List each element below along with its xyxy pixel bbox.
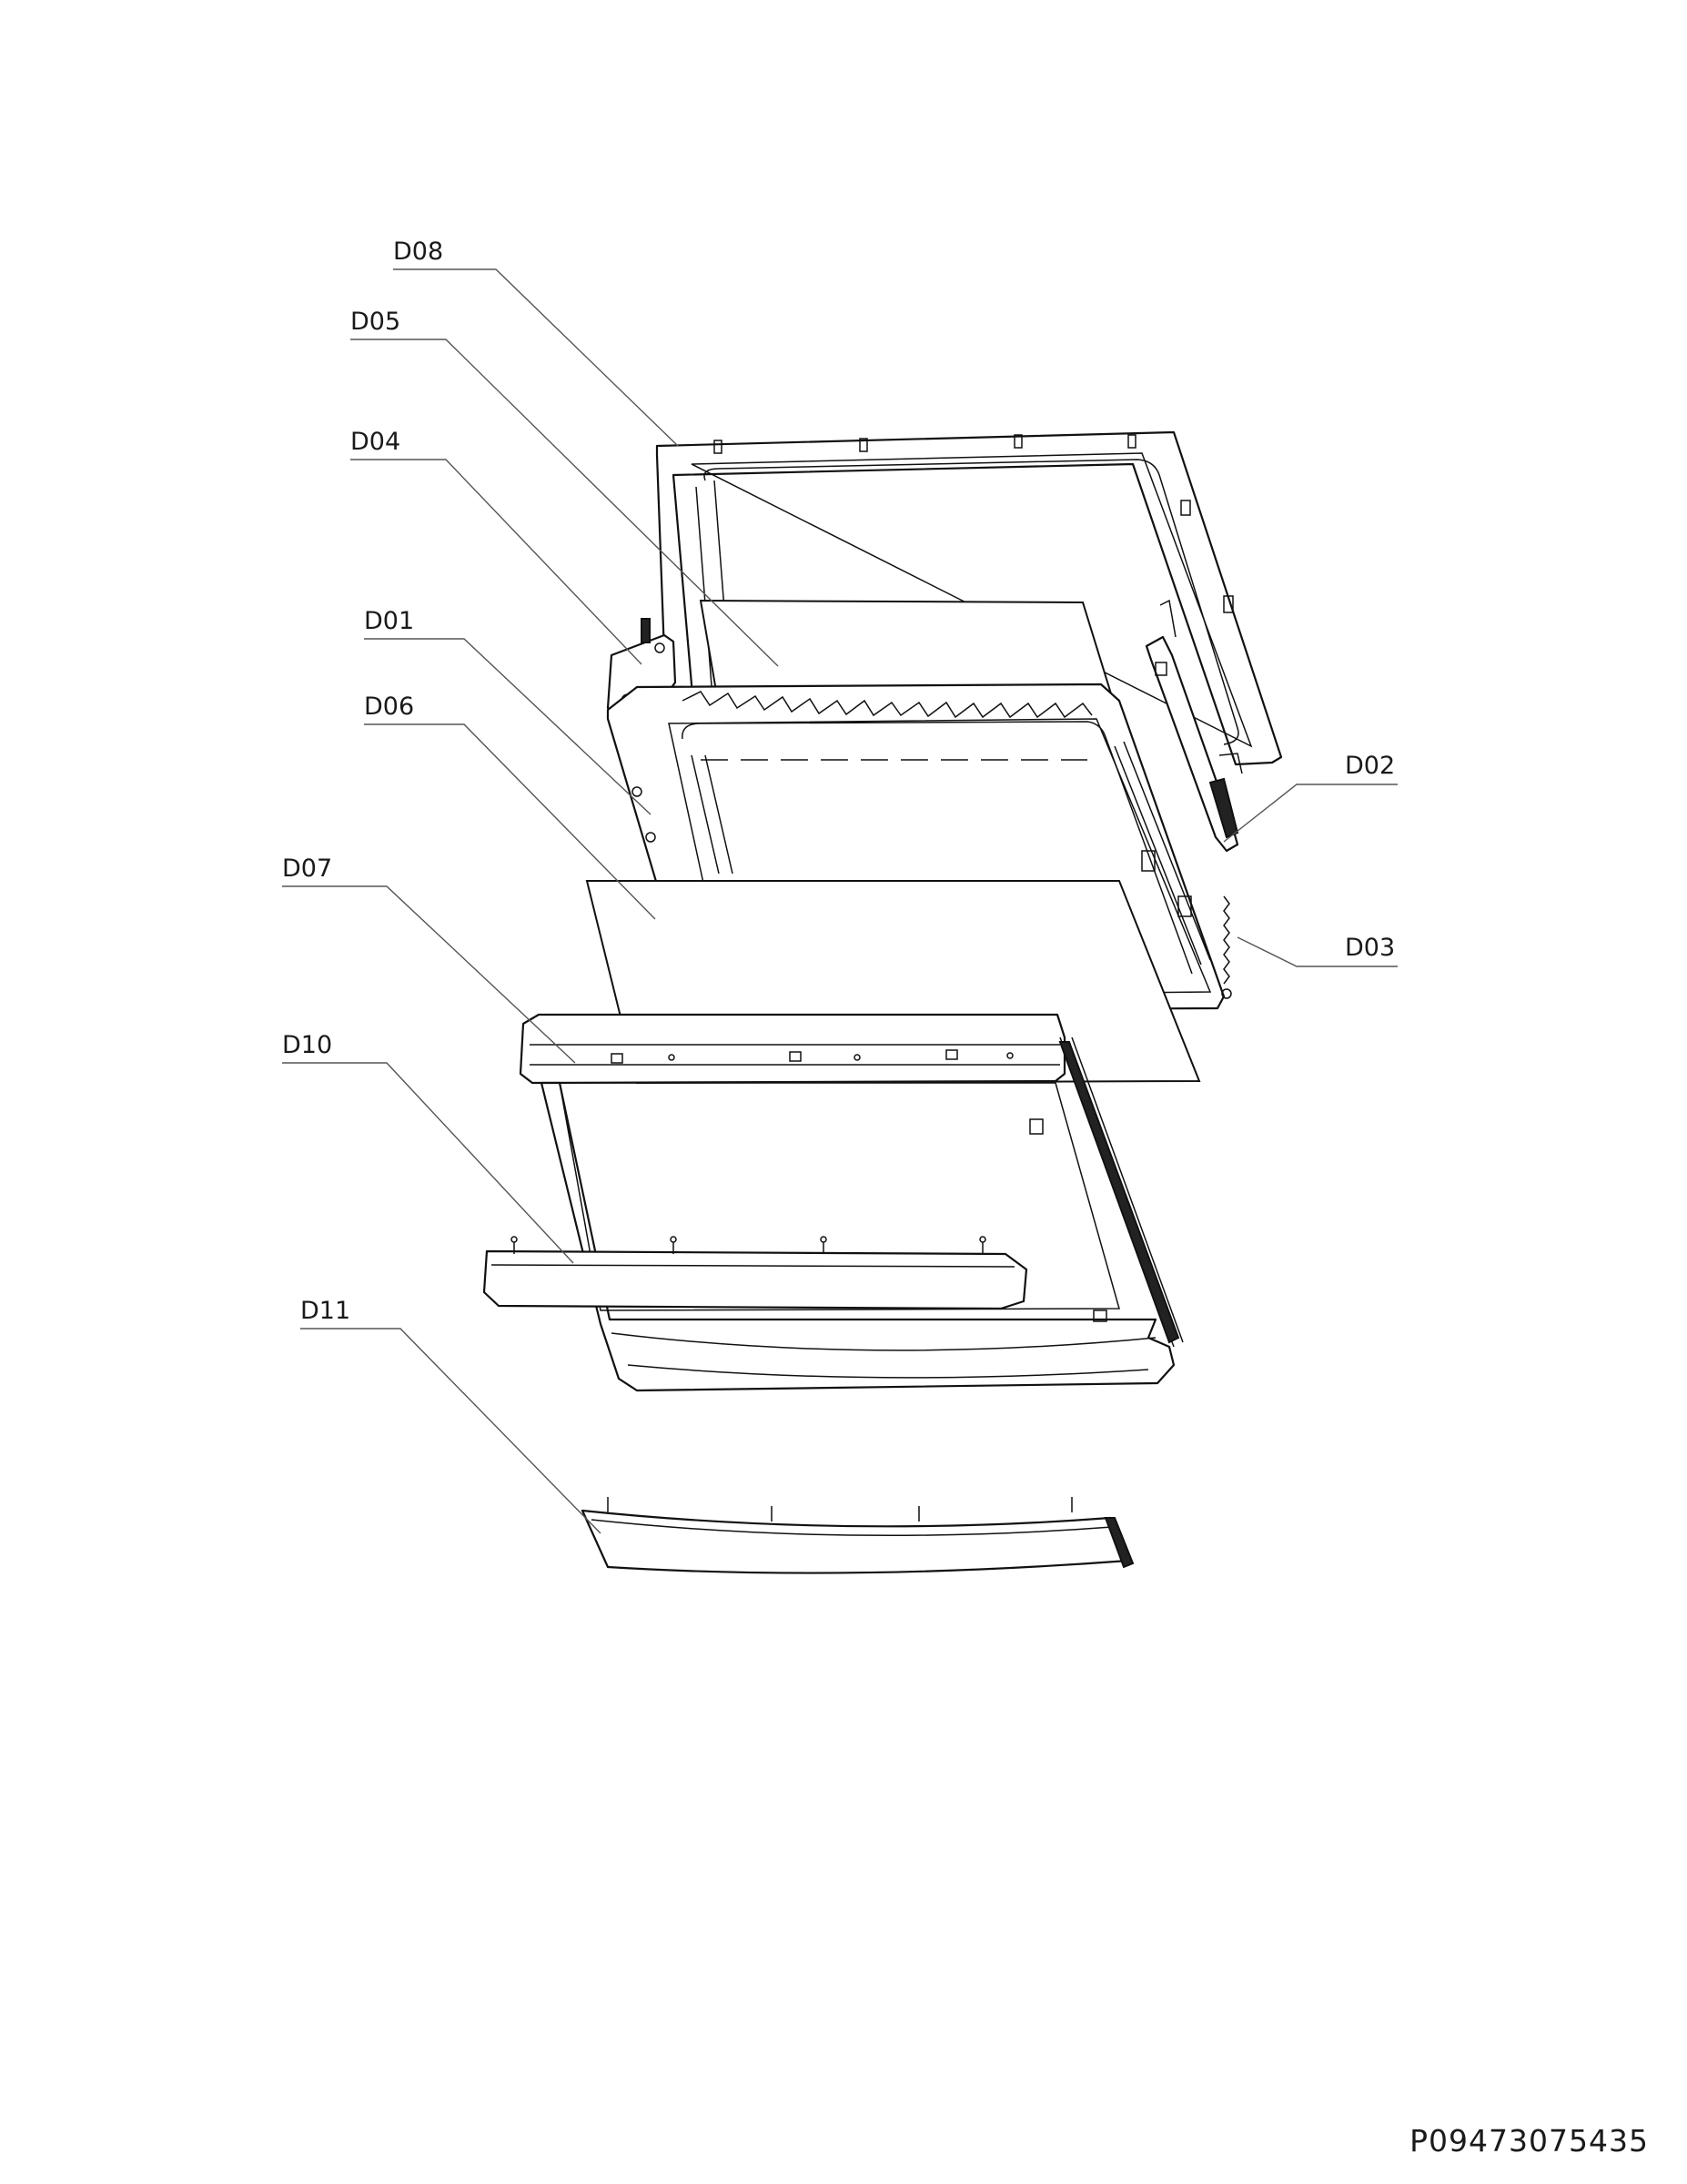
part-door-outer-panel <box>540 1036 1184 1392</box>
leader-d08 <box>393 268 679 447</box>
callout-d01: D01 <box>364 607 414 635</box>
callout-labels: D08 D05 D04 D01 D06 D07 D10 D11 D02 D03 <box>282 238 1395 1325</box>
leader-d11 <box>300 1328 601 1534</box>
leader-d03 <box>1237 936 1398 967</box>
document-code: P09473075435 <box>1409 2123 1649 2159</box>
part-d02-hinge-arm <box>1145 599 1243 853</box>
leader-d05 <box>350 339 779 667</box>
callout-d02: D02 <box>1345 752 1395 780</box>
leader-d02 <box>1223 784 1398 843</box>
part-d03-spring <box>1221 895 1232 999</box>
leader-d04 <box>350 459 642 665</box>
leader-d01 <box>364 638 652 815</box>
leader-d07 <box>282 885 576 1064</box>
part-d10-lower-profile <box>482 1236 1028 1310</box>
callout-d06: D06 <box>364 693 414 721</box>
callout-d03: D03 <box>1345 934 1395 962</box>
leader-d10 <box>282 1062 574 1264</box>
part-d07-top-profile <box>519 1013 1066 1085</box>
part-d11-handle <box>581 1497 1135 1574</box>
callout-d10: D10 <box>282 1031 332 1059</box>
leader-lines <box>282 268 1398 1534</box>
leader-d06 <box>364 723 656 920</box>
callout-d04: D04 <box>350 428 400 456</box>
callout-d07: D07 <box>282 854 332 883</box>
callout-d11: D11 <box>300 1297 350 1325</box>
callout-d08: D08 <box>393 238 443 266</box>
callout-d05: D05 <box>350 308 400 336</box>
